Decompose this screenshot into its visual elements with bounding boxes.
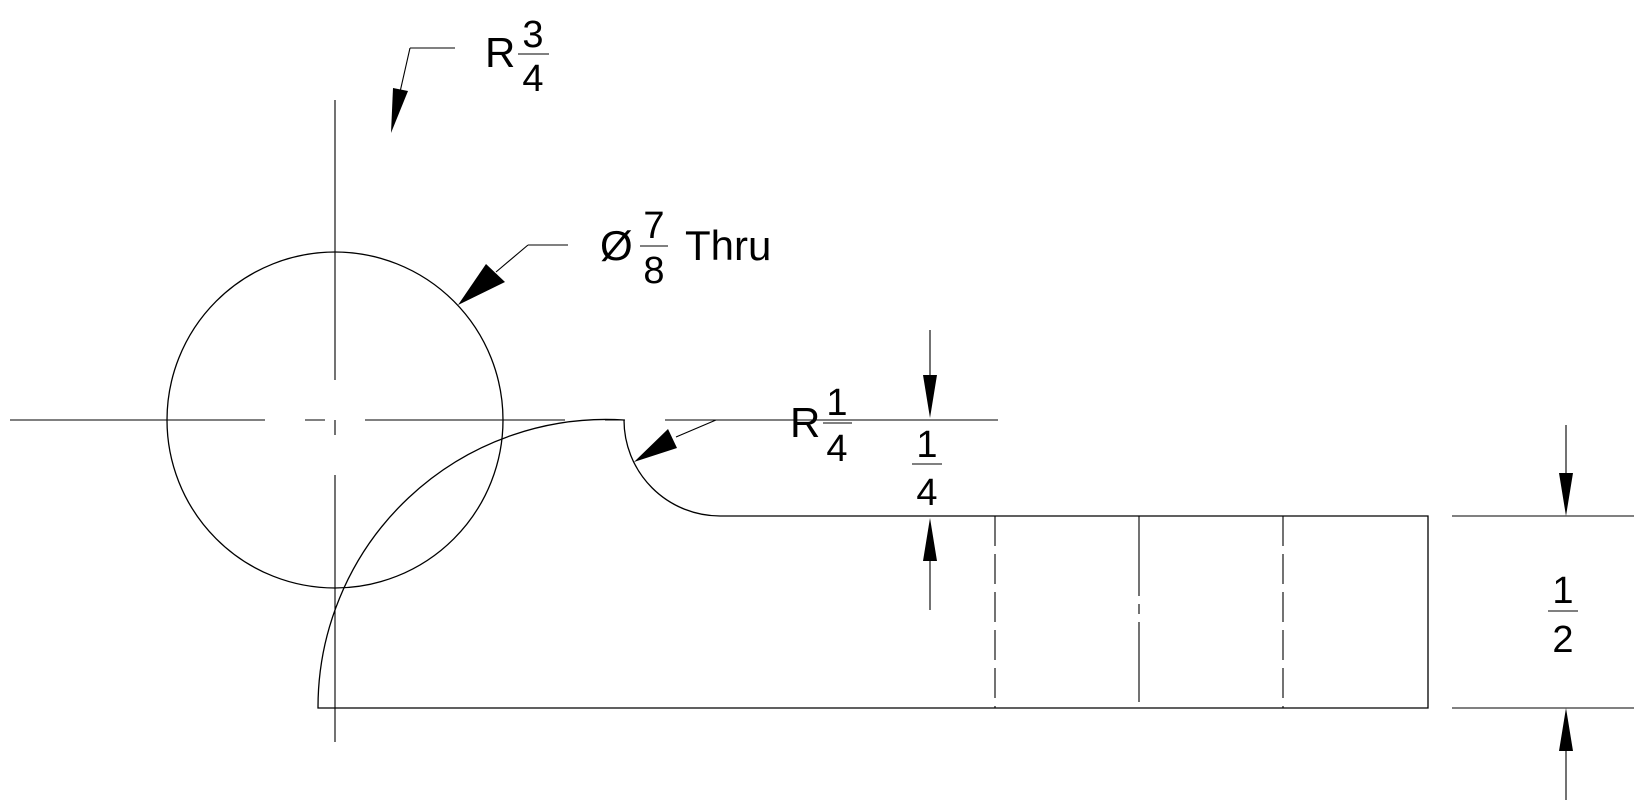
label-hole-diameter-suffix: Thru [685,222,771,269]
label-fillet-radius-prefix: R [790,399,820,446]
label-arm-thickness-den: 2 [1552,619,1573,661]
label-hole-diameter-den: 8 [643,250,664,292]
part-outline [317,418,1429,709]
label-arm-offset: 1 4 [912,424,942,514]
leader-outer-radius [391,47,455,133]
label-arm-offset-num: 1 [916,424,937,466]
label-outer-radius-den: 4 [522,58,543,100]
dim-arm-offset [923,330,937,610]
leader-hole-diameter [458,244,568,305]
label-fillet-radius-den: 4 [826,428,847,470]
label-outer-radius: R 3 4 [485,14,549,100]
leader-fillet-radius [634,419,785,462]
label-hole-diameter-num: 7 [643,205,664,247]
label-fillet-radius-num: 1 [826,382,847,424]
label-outer-radius-num: 3 [522,14,543,56]
label-arm-thickness: 1 2 [1548,570,1578,661]
label-hole-diameter: Ø 7 8 Thru [600,205,771,292]
label-outer-radius-prefix: R [485,29,515,76]
label-arm-offset-den: 4 [916,472,937,514]
label-fillet-radius: R 1 4 [790,382,852,470]
label-hole-diameter-prefix: Ø [600,222,633,269]
label-arm-thickness-num: 1 [1552,570,1573,612]
dim-arm-thickness [1452,425,1634,800]
